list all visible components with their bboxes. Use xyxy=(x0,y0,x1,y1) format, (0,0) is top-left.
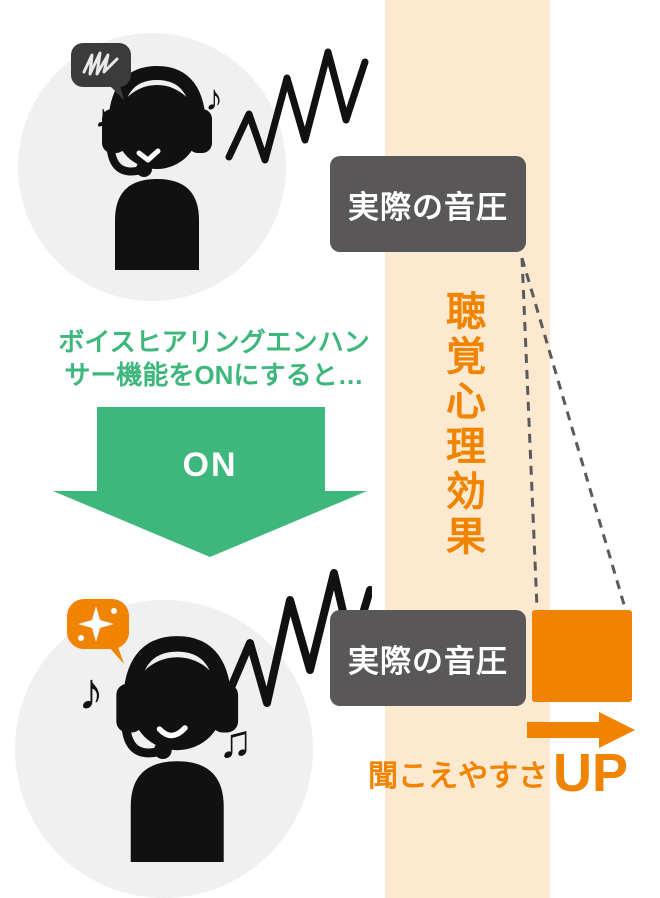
psychoacoustic-effect-label: 聴覚心理効果 xyxy=(440,290,484,560)
up-label: UP xyxy=(553,743,629,804)
actual-pressure-label-bottom: 実際の音圧 xyxy=(330,610,526,706)
music-note-icon: ♪ xyxy=(205,77,223,118)
sparkle-icon xyxy=(78,606,114,642)
headset-person-icon xyxy=(102,65,212,270)
music-note-icon: ♪ xyxy=(95,98,111,134)
enhancer-caption: ボイスヒアリングエンハン サー機能をONにすると… xyxy=(38,326,390,392)
music-note-icon: ♪ xyxy=(78,663,104,721)
sparkle-bubble-icon xyxy=(67,599,129,664)
enhancer-caption-line2: サー機能をONにすると… xyxy=(64,359,364,390)
actual-pressure-label-top: 実際の音圧 xyxy=(330,156,526,252)
up-right-arrow-icon xyxy=(527,712,635,748)
ease-of-hearing-label: 聞こえやすさ xyxy=(368,760,548,793)
on-down-arrow-icon xyxy=(53,407,367,557)
zigzag-sound-wave-icon xyxy=(225,48,369,164)
enhancer-caption-line1: ボイスヒアリングエンハン xyxy=(58,327,370,357)
psychoacoustic-gain-block xyxy=(532,610,632,702)
actual-pressure-text: 実際の音圧 xyxy=(348,189,508,225)
actual-pressure-text: 実際の音圧 xyxy=(348,643,508,679)
result-row: 聞こえやすさ UP xyxy=(368,740,648,804)
music-note-icon: ♫ xyxy=(218,715,253,767)
headset-person-icon xyxy=(116,636,239,862)
scribble-icon xyxy=(82,51,119,76)
on-arrow-label: ON xyxy=(182,446,238,484)
annoyed-scribble-bubble-icon xyxy=(71,43,131,100)
psychoacoustic-band xyxy=(385,0,550,898)
